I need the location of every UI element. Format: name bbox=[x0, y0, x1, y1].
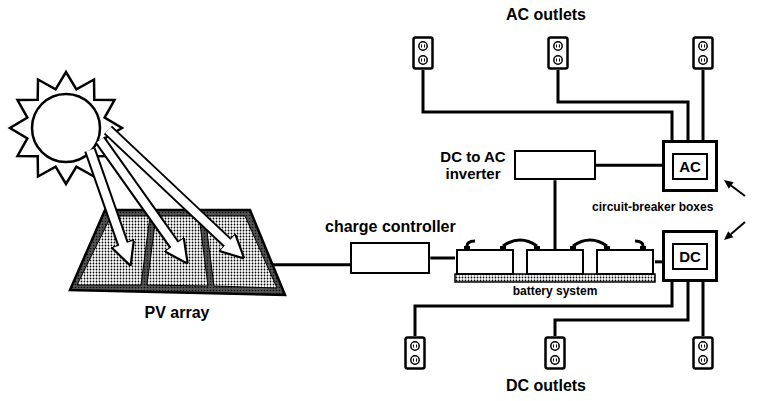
group-label: DC outlets bbox=[504, 377, 588, 395]
node-label: AC bbox=[672, 153, 708, 180]
charge-controller: charge controller bbox=[325, 218, 456, 274]
leader-line bbox=[731, 222, 745, 234]
battery-system: battery system bbox=[455, 240, 655, 298]
wire-line bbox=[596, 164, 662, 167]
node-label: DC to AC inverter bbox=[438, 148, 508, 183]
outlet-symbol bbox=[546, 338, 565, 369]
battery-terminals bbox=[464, 246, 646, 250]
pv-panel bbox=[62, 205, 292, 300]
label-wrap: DC to AC inverter bbox=[438, 148, 508, 183]
light-beams bbox=[90, 130, 232, 250]
wire-line bbox=[430, 257, 455, 260]
wire bbox=[702, 282, 705, 336]
group-label: AC outlets bbox=[504, 6, 588, 24]
wire-line bbox=[554, 180, 557, 250]
battery-cell bbox=[457, 250, 513, 274]
wire-line bbox=[655, 260, 662, 263]
controller-box bbox=[350, 242, 430, 274]
node-label: charge controller bbox=[325, 218, 456, 236]
breaker-box: AC bbox=[662, 140, 718, 192]
wire-connector bbox=[596, 165, 662, 166]
leader-arrows bbox=[724, 180, 745, 240]
outlet-symbol bbox=[414, 38, 433, 69]
node-label: battery system bbox=[455, 284, 655, 298]
outlet-symbol bbox=[694, 38, 713, 69]
outlet-symbol bbox=[694, 338, 713, 369]
panel-frame bbox=[70, 210, 285, 295]
inverter-box bbox=[514, 150, 596, 180]
dc-outlets bbox=[406, 338, 713, 369]
outlet-symbol bbox=[406, 338, 425, 369]
node-label: PV array bbox=[62, 304, 292, 322]
node-label: DC bbox=[672, 243, 708, 270]
wire-connector bbox=[555, 180, 556, 250]
wire-connector bbox=[430, 258, 455, 259]
ac-wires bbox=[423, 70, 703, 140]
breaker-box: DC bbox=[662, 230, 718, 282]
callout-label: circuit-breaker boxes bbox=[590, 200, 715, 214]
battery-cell bbox=[527, 250, 583, 274]
wire-connector bbox=[655, 261, 662, 262]
inverter: DC to AC inverter bbox=[438, 148, 596, 183]
wire bbox=[423, 70, 672, 140]
pv-array: PV array bbox=[62, 205, 292, 322]
wire bbox=[702, 70, 705, 140]
sun-rays bbox=[10, 72, 122, 184]
battery-cables bbox=[467, 240, 643, 246]
wire bbox=[558, 70, 688, 140]
ac-outlets bbox=[414, 38, 713, 69]
battery-bank bbox=[455, 240, 655, 282]
wire-line bbox=[272, 263, 350, 266]
arrow-head bbox=[724, 180, 734, 189]
sun bbox=[10, 72, 122, 184]
arrow-head bbox=[724, 231, 733, 240]
wire-connector bbox=[272, 264, 350, 265]
dc-wires bbox=[415, 282, 703, 336]
battery-base bbox=[455, 274, 655, 282]
wire bbox=[415, 282, 672, 336]
outlet-symbol bbox=[549, 38, 568, 69]
leader-line bbox=[731, 186, 745, 197]
battery-cell bbox=[597, 250, 653, 274]
